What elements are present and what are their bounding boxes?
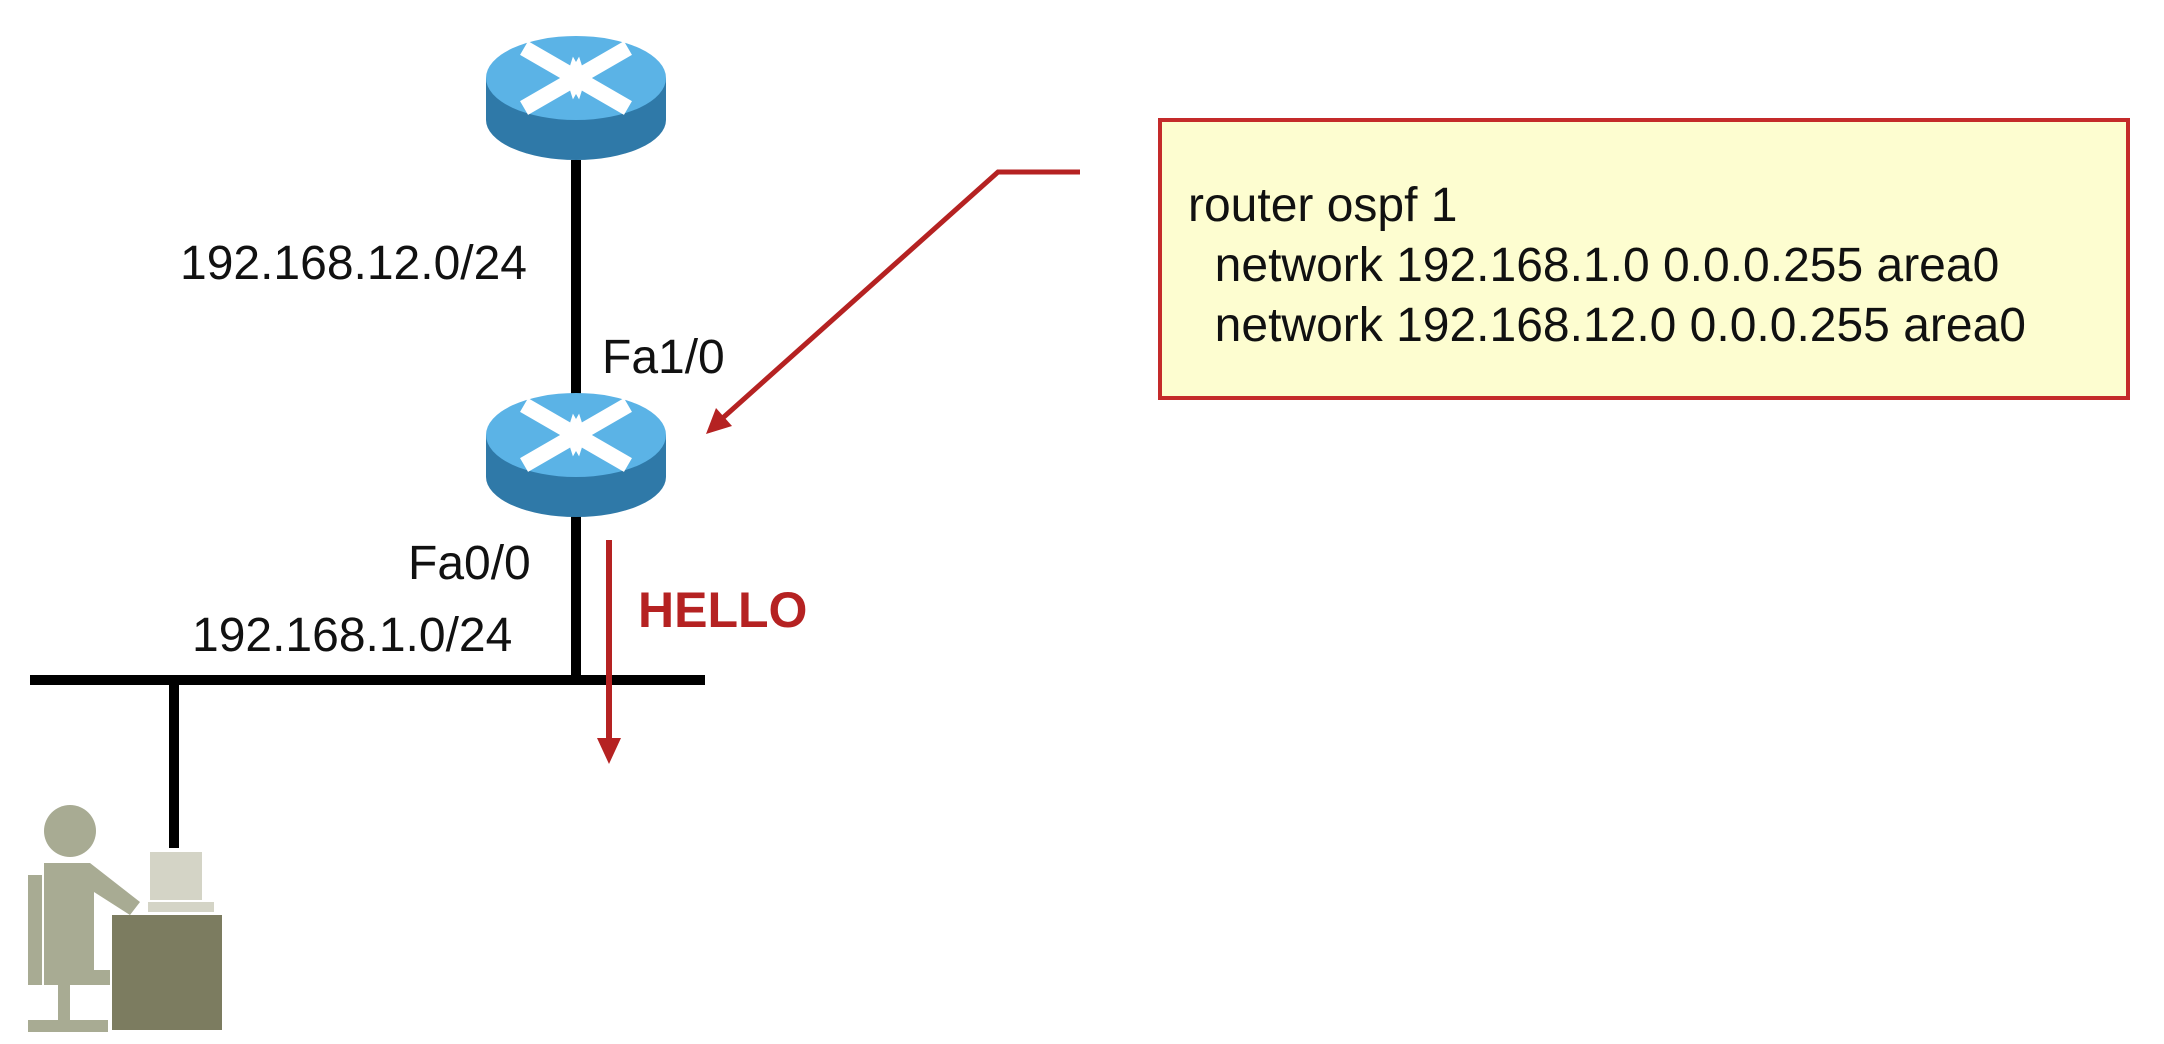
config-line: network 192.168.12.0 0.0.0.255 area0 bbox=[1188, 299, 2026, 352]
hello-packet-label: HELLO bbox=[638, 582, 808, 638]
callout-arrow bbox=[706, 169, 1080, 434]
wan-subnet-label: 192.168.12.0/24 bbox=[180, 237, 527, 290]
interface-label-fa1-0: Fa1/0 bbox=[602, 331, 725, 384]
config-box: router ospf 1 network 192.168.1.0 0.0.0.… bbox=[1158, 118, 2130, 400]
lan-subnet-label: 192.168.1.0/24 bbox=[192, 609, 513, 662]
router-icon[interactable] bbox=[486, 388, 666, 517]
router-icon[interactable] bbox=[486, 31, 666, 160]
config-line: network 192.168.1.0 0.0.0.255 area0 bbox=[1188, 239, 2000, 292]
config-line: router ospf 1 bbox=[1188, 179, 1458, 232]
interface-label-fa0-0: Fa0/0 bbox=[408, 537, 531, 590]
user-workstation-icon bbox=[28, 805, 222, 1032]
hello-arrow bbox=[597, 540, 621, 764]
